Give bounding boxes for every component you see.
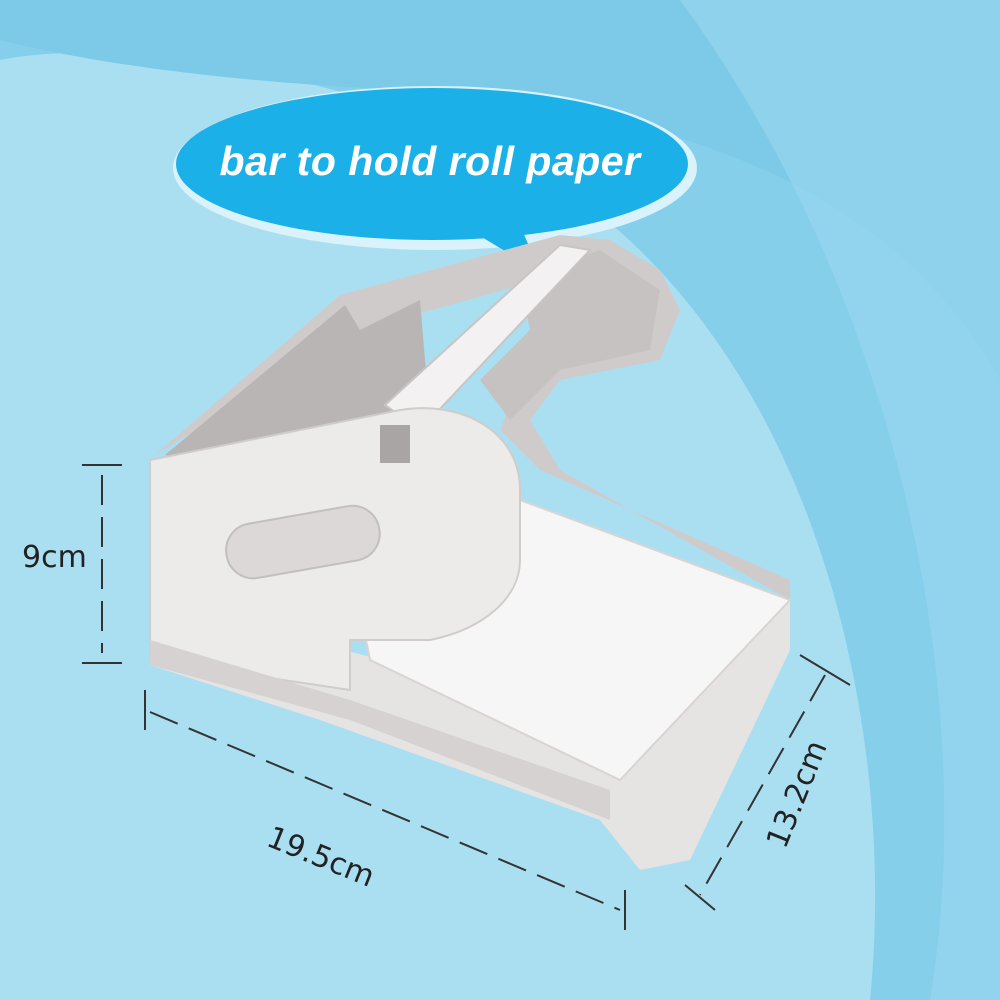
- dimension-lines: [82, 464, 851, 930]
- callout-text: bar to hold roll paper: [219, 138, 641, 184]
- roll-paper-holder: [149, 235, 792, 870]
- height-dimension-label: 9cm: [22, 540, 87, 575]
- callout-bubble: [173, 86, 697, 272]
